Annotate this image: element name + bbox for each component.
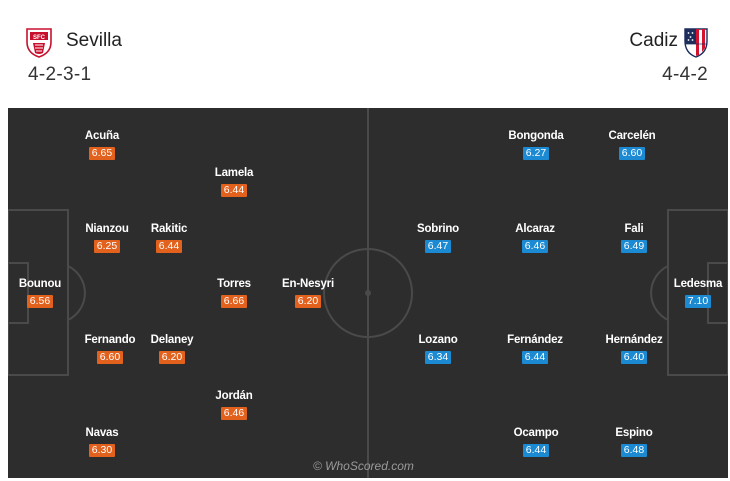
player-card[interactable]: Hernández 6.40 [589,333,679,365]
watermark: © WhoScored.com [313,459,414,473]
player-rating: 6.66 [221,295,247,308]
player-card[interactable]: Ledesma 7.10 [653,277,728,309]
player-name: Lamela [214,167,254,179]
player-card[interactable]: Torres 6.66 [189,277,279,309]
player-card[interactable]: En-Nesyri 6.20 [263,277,353,309]
player-name: Alcaraz [515,223,555,235]
player-rating: 6.27 [523,147,549,160]
player-card[interactable]: Fernández 6.44 [490,333,580,365]
player-name: Bounou [18,278,62,290]
atletico-crest-icon [684,28,708,58]
player-rating: 6.20 [295,295,321,308]
player-name: Espino [615,427,653,439]
player-name: Sobrino [416,223,460,235]
player-rating: 6.25 [94,240,120,253]
player-rating: 6.30 [89,444,115,457]
match-header: SFC Sevilla 4-2-3-1 Cadiz 4-4-2 [8,8,722,106]
player-rating: 6.49 [621,240,647,253]
player-rating: 6.46 [221,407,247,420]
player-card[interactable]: Sobrino 6.47 [393,222,483,254]
player-rating: 6.48 [621,444,647,457]
player-card[interactable]: Lamela 6.44 [189,166,279,198]
player-name: Ledesma [673,278,723,290]
player-rating: 6.60 [97,351,123,364]
player-card[interactable]: Acuña 6.65 [57,129,147,161]
player-name: Navas [85,427,119,439]
player-rating: 6.56 [27,295,53,308]
player-card[interactable]: Alcaraz 6.46 [490,222,580,254]
player-rating: 6.60 [619,147,645,160]
player-name: Fernando [84,334,136,346]
away-team-name[interactable]: Cadiz [629,30,678,51]
player-name: Fali [624,223,644,235]
player-card[interactable]: Fali 6.49 [589,222,679,254]
player-card[interactable]: Bongonda 6.27 [491,129,581,161]
player-card[interactable]: Delaney 6.20 [127,333,217,365]
player-rating: 6.34 [425,351,451,364]
player-name: Rakitic [150,223,188,235]
player-rating: 6.44 [522,351,548,364]
player-name: Nianzou [85,223,129,235]
player-rating: 7.10 [685,295,711,308]
player-name: Torres [217,278,251,290]
player-card[interactable]: Espino 6.48 [589,426,679,458]
player-name: Jordán [215,390,253,402]
player-rating: 6.44 [221,184,247,197]
player-card[interactable]: Jordán 6.46 [189,389,279,421]
sevilla-crest-icon: SFC [26,28,52,58]
player-rating: 6.46 [522,240,548,253]
player-card[interactable]: Nianzou 6.25 [62,222,152,254]
player-card[interactable]: Carcelén 6.60 [587,129,677,161]
player-card[interactable]: Fernando 6.60 [65,333,155,365]
home-team-name[interactable]: Sevilla [66,30,122,51]
player-name: Bongonda [508,130,564,142]
player-rating: 6.20 [159,351,185,364]
svg-text:SFC: SFC [33,35,46,41]
pitch-lines [8,108,728,478]
player-name: Ocampo [513,427,559,439]
player-card[interactable]: Ocampo 6.44 [491,426,581,458]
home-formation: 4-2-3-1 [28,64,92,85]
player-name: Fernández [507,334,563,346]
player-name: Hernández [605,334,663,346]
away-formation: 4-4-2 [662,64,708,85]
player-card[interactable]: Rakitic 6.44 [124,222,214,254]
player-card[interactable]: Navas 6.30 [57,426,147,458]
player-rating: 6.44 [156,240,182,253]
player-name: Carcelén [608,130,656,142]
player-rating: 6.47 [425,240,451,253]
player-card[interactable]: Lozano 6.34 [393,333,483,365]
player-name: Acuña [84,130,120,142]
player-card[interactable]: Bounou 6.56 [8,277,85,309]
player-rating: 6.40 [621,351,647,364]
player-rating: 6.65 [89,147,115,160]
player-name: En-Nesyri [282,278,334,290]
player-name: Delaney [150,334,194,346]
pitch: Acuña 6.65 Lamela 6.44 Nianzou 6.25 Raki… [8,108,728,478]
player-name: Lozano [418,334,458,346]
player-rating: 6.44 [523,444,549,457]
